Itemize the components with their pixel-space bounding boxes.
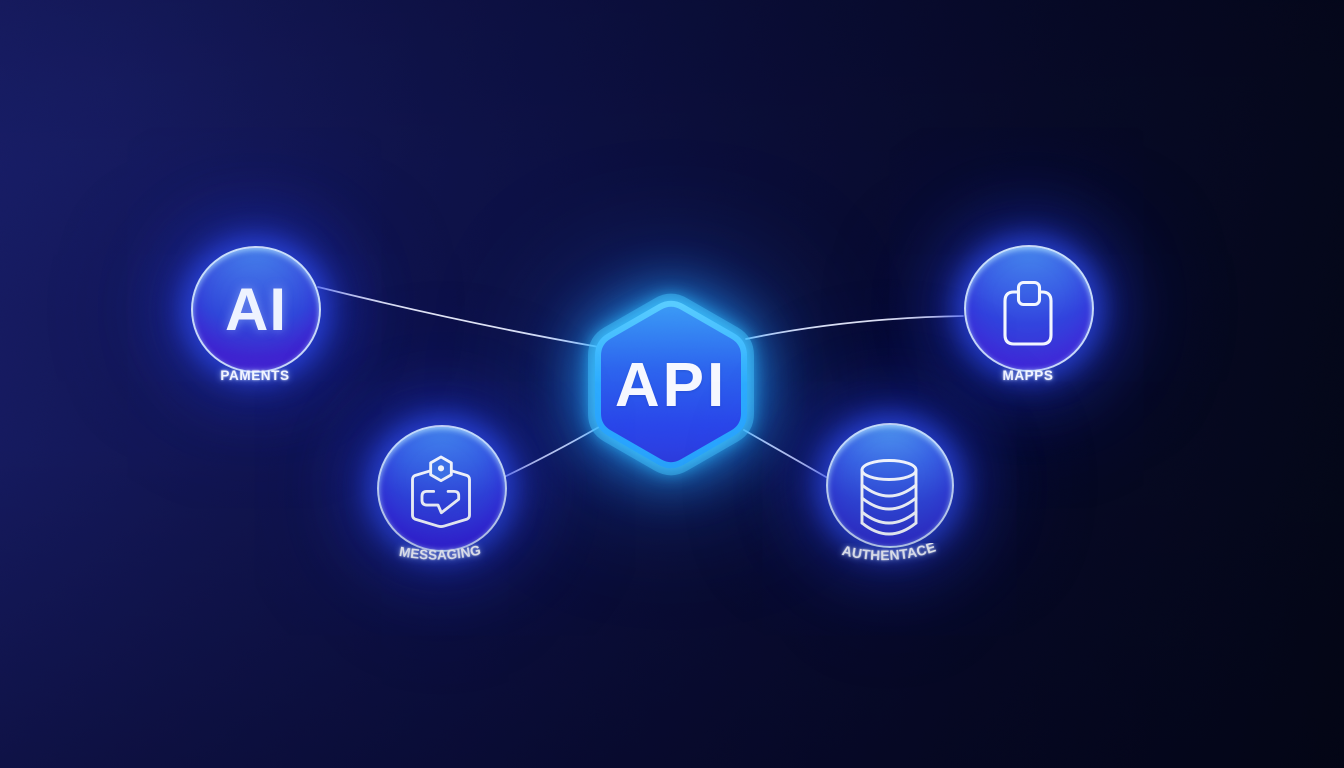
svg-text:AUTHENTACE: AUTHENTACE	[841, 543, 938, 563]
svg-text:MESSAGING: MESSAGING	[398, 542, 482, 562]
